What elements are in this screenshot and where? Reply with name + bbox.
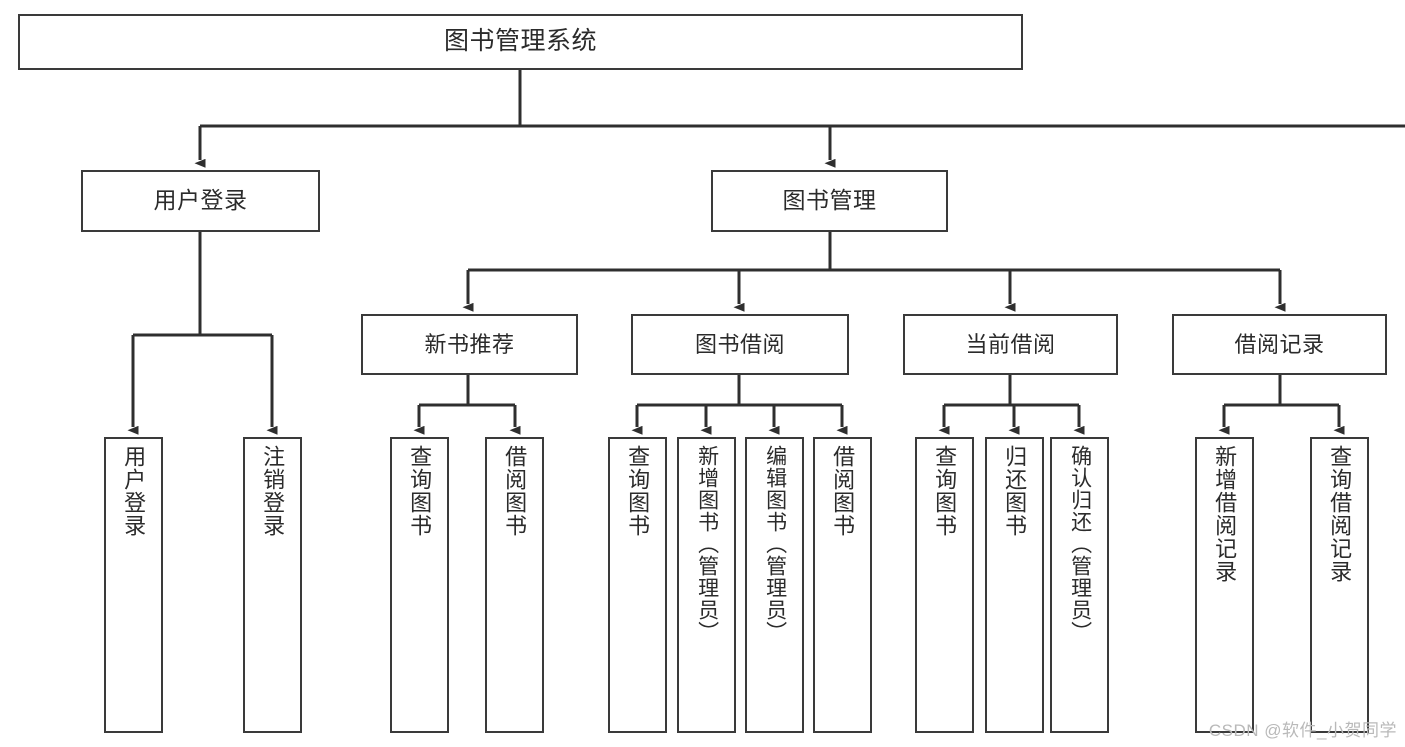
leaf-node-label: 查询图书 <box>932 445 958 537</box>
leaf-node[interactable]: 查询图书 <box>915 437 974 733</box>
leaf-node[interactable]: 归还图书 <box>985 437 1044 733</box>
leaf-node[interactable]: 用户登录 <box>104 437 163 733</box>
leaf-node[interactable]: 注销登录 <box>243 437 302 733</box>
leaf-node-label: 归还图书 <box>1002 445 1028 537</box>
node-current-borrow[interactable]: 当前借阅 <box>903 314 1118 375</box>
watermark-text: CSDN @软件_小贺同学 <box>1208 721 1397 740</box>
leaf-node[interactable]: 查询借阅记录 <box>1310 437 1369 733</box>
leaf-node-label: 借阅图书 <box>830 445 856 537</box>
node-book-borrow-label: 图书借阅 <box>694 331 785 357</box>
leaf-node[interactable]: 编辑图书（管理员） <box>745 437 804 733</box>
leaf-node[interactable]: 确认归还（管理员） <box>1050 437 1109 733</box>
node-borrow-records-label: 借阅记录 <box>1234 331 1325 357</box>
node-root-label: 图书管理系统 <box>443 27 597 56</box>
node-book-management[interactable]: 图书管理 <box>711 170 948 232</box>
leaf-node-label: 新增图书（管理员） <box>695 445 719 643</box>
leaf-node-label: 注销登录 <box>260 445 286 537</box>
node-book-borrow[interactable]: 图书借阅 <box>631 314 849 375</box>
node-new-book-recommend-label: 新书推荐 <box>424 331 515 357</box>
leaf-node-label: 用户登录 <box>121 445 147 537</box>
leaf-node[interactable]: 借阅图书 <box>813 437 872 733</box>
node-current-borrow-label: 当前借阅 <box>965 331 1056 357</box>
node-user-login-label: 用户登录 <box>153 187 248 214</box>
leaf-node[interactable]: 新增借阅记录 <box>1195 437 1254 733</box>
node-new-book-recommend[interactable]: 新书推荐 <box>361 314 578 375</box>
leaf-node[interactable]: 查询图书 <box>390 437 449 733</box>
node-user-login[interactable]: 用户登录 <box>81 170 320 232</box>
leaf-node-label: 查询图书 <box>407 445 433 537</box>
leaf-node-label: 确认归还（管理员） <box>1068 445 1092 643</box>
leaf-node-label: 查询借阅记录 <box>1327 445 1353 583</box>
leaf-node-label: 新增借阅记录 <box>1212 445 1238 583</box>
node-borrow-records[interactable]: 借阅记录 <box>1172 314 1387 375</box>
node-book-management-label: 图书管理 <box>782 187 877 214</box>
leaf-node-label: 借阅图书 <box>502 445 528 537</box>
leaf-node-label: 编辑图书（管理员） <box>763 445 787 643</box>
leaf-node-label: 查询图书 <box>625 445 651 537</box>
leaf-node[interactable]: 新增图书（管理员） <box>677 437 736 733</box>
leaf-node[interactable]: 借阅图书 <box>485 437 544 733</box>
leaf-node[interactable]: 查询图书 <box>608 437 667 733</box>
node-root[interactable]: 图书管理系统 <box>18 14 1023 70</box>
